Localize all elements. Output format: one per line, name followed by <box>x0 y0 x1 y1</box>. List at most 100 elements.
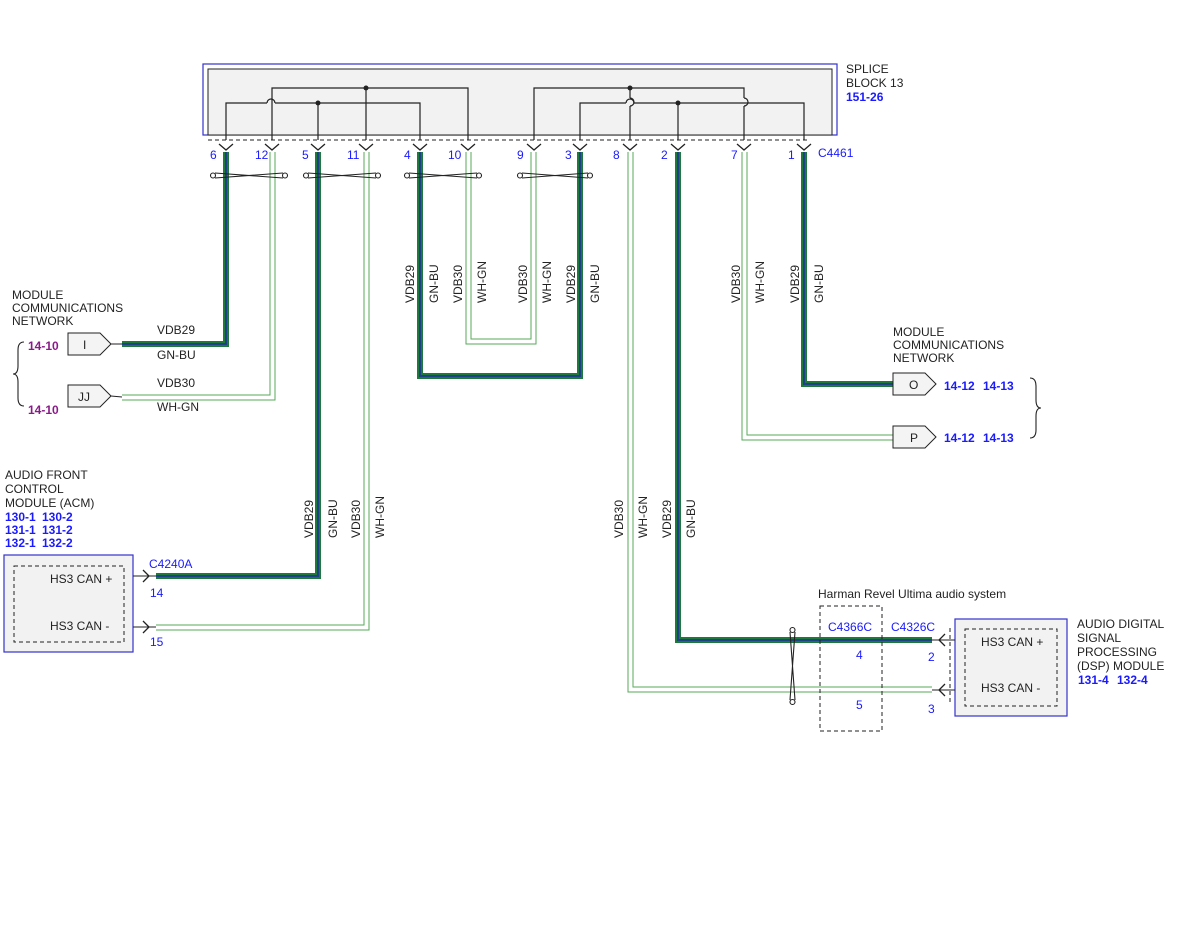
pin-2: 2 <box>661 148 668 162</box>
left-ref-i[interactable]: 14-10 <box>28 339 59 353</box>
right-ref-o-1[interactable]: 14-12 <box>944 379 975 393</box>
pin-10: 10 <box>448 148 462 162</box>
gnbu-wires <box>122 152 932 643</box>
dsp-can-minus: HS3 CAN - <box>981 681 1040 695</box>
left-network-line1: MODULE <box>12 288 63 302</box>
right-network-line1: MODULE <box>893 325 944 339</box>
splice-pin-arrows <box>218 143 812 151</box>
dsp-line1: AUDIO DIGITAL <box>1077 617 1164 631</box>
dsp-can-plus: HS3 CAN + <box>981 635 1043 649</box>
wire-label: GN-BU <box>326 499 340 538</box>
connector-o-label: O <box>909 378 918 392</box>
connector-i-label: I <box>83 338 86 352</box>
dsp-line3: PROCESSING <box>1077 645 1157 659</box>
acm-ref-130-2[interactable]: 130-2 <box>42 510 73 524</box>
splice-ref[interactable]: 151-26 <box>846 90 884 104</box>
wire-label: VDB29 <box>788 265 802 303</box>
wire-label: VDB29 <box>660 500 674 538</box>
connector-p-label: P <box>910 431 918 445</box>
wire-label: VDB29 <box>157 323 195 337</box>
splice-block-inner <box>207 68 833 136</box>
wire-label: VDB29 <box>403 265 417 303</box>
wire-label: WH-GN <box>373 496 387 538</box>
wire-label: GN-BU <box>157 348 196 362</box>
acm-connector-id: C4240A <box>149 557 192 571</box>
splice-label-line2: BLOCK 13 <box>846 76 904 90</box>
harman-pin-a: 4 <box>856 648 863 662</box>
wire-label: GN-BU <box>427 264 441 303</box>
wire-label: WH-GN <box>540 261 554 303</box>
wire-label: VDB29 <box>564 265 578 303</box>
wire-label: VDB30 <box>729 265 743 303</box>
right-ref-o-2[interactable]: 14-13 <box>983 379 1014 393</box>
left-network-line3: NETWORK <box>12 314 73 328</box>
acm-pin-minus: 15 <box>150 635 164 649</box>
pin-5: 5 <box>302 148 309 162</box>
connector-i <box>67 332 112 356</box>
right-ref-p-1[interactable]: 14-12 <box>944 431 975 445</box>
wire-label: VDB30 <box>349 500 363 538</box>
wire-label: WH-GN <box>636 496 650 538</box>
wire-label: WH-GN <box>475 261 489 303</box>
dsp-ref-131-4[interactable]: 131-4 <box>1078 673 1109 687</box>
pin-3: 3 <box>565 148 572 162</box>
harman-pin-b: 5 <box>856 698 863 712</box>
twist-markers <box>209 172 796 706</box>
splice-pin-numbers: 6 12 5 11 4 10 9 3 8 2 7 1 <box>210 148 795 162</box>
pin-4: 4 <box>404 148 411 162</box>
splice-label-line1: SPLICE <box>846 62 889 76</box>
splice-internal-left <box>225 87 469 140</box>
connector-jj-label: JJ <box>78 390 90 404</box>
acm-ref-132-2[interactable]: 132-2 <box>42 536 73 550</box>
dsp-line2: SIGNAL <box>1077 631 1121 645</box>
dsp-box <box>954 618 1068 717</box>
left-network-line2: COMMUNICATIONS <box>12 301 123 315</box>
wire-label: VDB29 <box>302 500 316 538</box>
wire-labels-vertical: VDB29 GN-BU VDB30 WH-GN VDB30 WH-GN VDB2… <box>302 261 826 538</box>
acm-ref-131-2[interactable]: 131-2 <box>42 523 73 537</box>
right-ref-p-2[interactable]: 14-13 <box>983 431 1014 445</box>
acm-ref-132-1[interactable]: 132-1 <box>5 536 36 550</box>
acm-pin-plus: 14 <box>150 586 164 600</box>
pin-1: 1 <box>788 148 795 162</box>
wire-label: VDB30 <box>157 376 195 390</box>
acm-ref-130-1[interactable]: 130-1 <box>5 510 36 524</box>
dsp-connector-id: C4326C <box>891 620 935 634</box>
connector-jj <box>67 384 112 408</box>
connector-o <box>892 372 937 396</box>
pin-6: 6 <box>210 148 217 162</box>
pin-9: 9 <box>517 148 524 162</box>
wire-label: WH-GN <box>753 261 767 303</box>
wire-label: GN-BU <box>588 264 602 303</box>
splice-internal-right <box>533 87 805 140</box>
right-network-brace <box>1029 377 1042 439</box>
left-ref-jj[interactable]: 14-10 <box>28 403 59 417</box>
wire-label: VDB30 <box>612 500 626 538</box>
dsp-line4: (DSP) MODULE <box>1077 659 1164 673</box>
acm-ref-131-1[interactable]: 131-1 <box>5 523 36 537</box>
pin-8: 8 <box>613 148 620 162</box>
wire-label: WH-GN <box>157 400 199 414</box>
wire-label: VDB30 <box>451 265 465 303</box>
acm-can-minus: HS3 CAN - <box>50 619 109 633</box>
dsp-pin-minus: 3 <box>928 702 935 716</box>
harman-title: Harman Revel Ultima audio system <box>818 587 1006 601</box>
acm-can-plus: HS3 CAN + <box>50 572 112 586</box>
acm-line3: MODULE (ACM) <box>5 496 94 510</box>
pin-12: 12 <box>255 148 269 162</box>
dsp-ref-132-4[interactable]: 132-4 <box>1117 673 1148 687</box>
wire-label: GN-BU <box>684 499 698 538</box>
acm-line2: CONTROL <box>5 482 64 496</box>
whgn-wires <box>122 152 932 693</box>
right-network-line2: COMMUNICATIONS <box>893 338 1004 352</box>
harman-dashed-box <box>819 605 883 732</box>
right-network-line3: NETWORK <box>893 351 954 365</box>
wire-label: GN-BU <box>812 264 826 303</box>
connector-p <box>892 425 937 449</box>
harman-connector-id: C4366C <box>828 620 872 634</box>
acm-box <box>3 554 134 653</box>
acm-inner-dashed <box>13 565 125 643</box>
left-network-brace <box>12 341 25 407</box>
splice-connector-id: C4461 <box>818 146 854 160</box>
